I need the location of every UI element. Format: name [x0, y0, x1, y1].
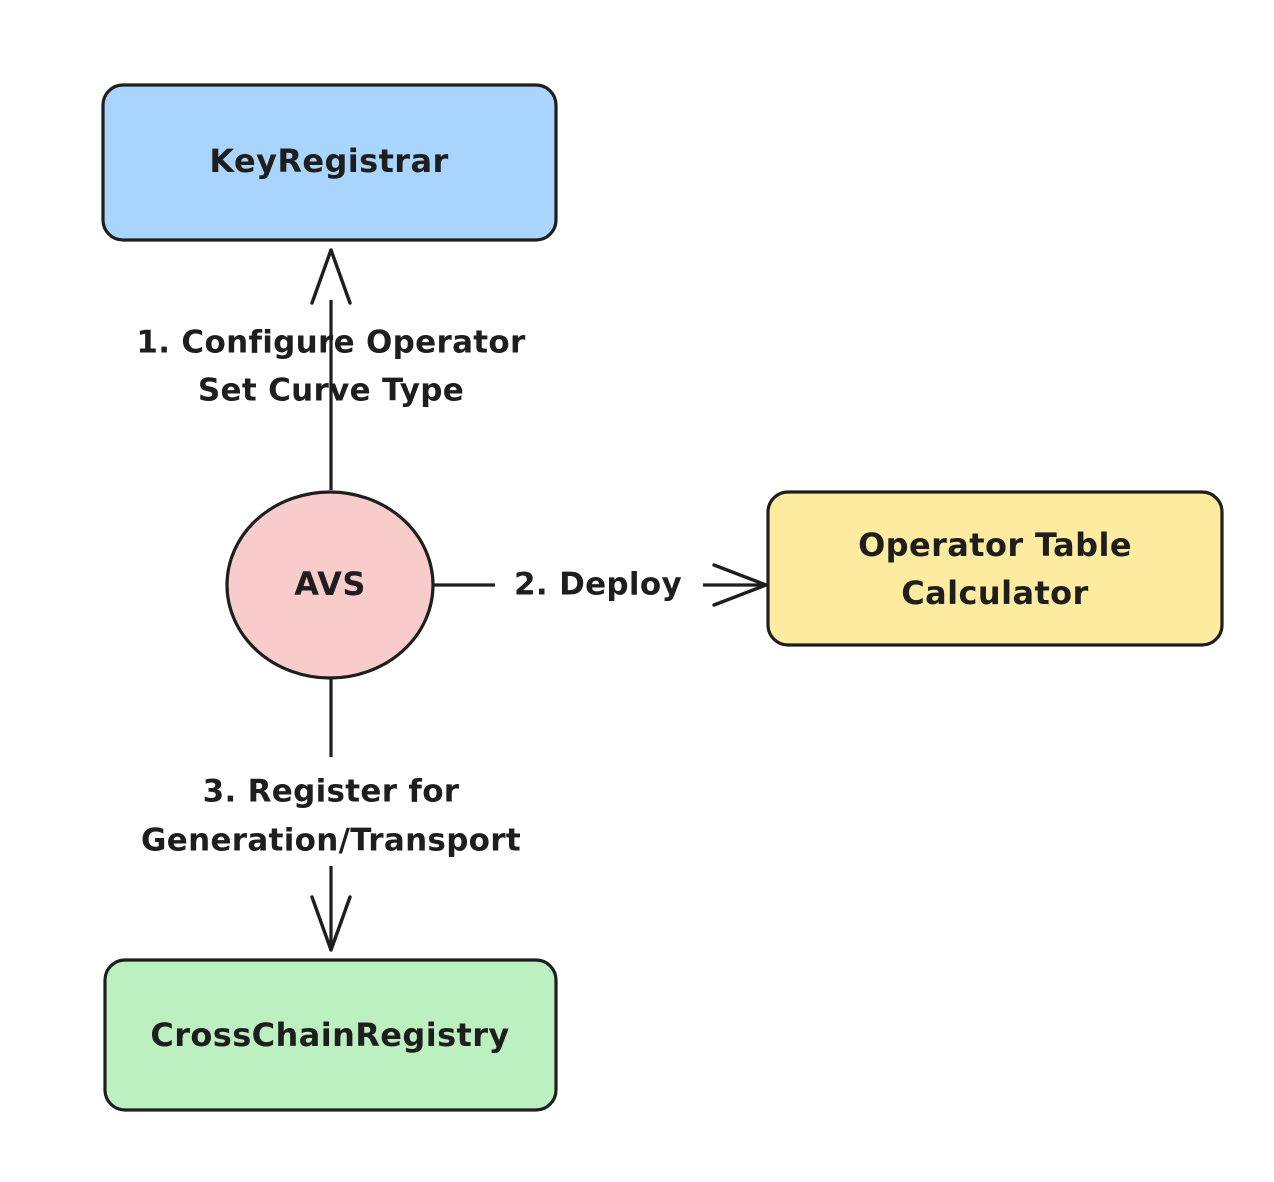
edge-label-line2: Generation/Transport [141, 823, 521, 859]
arrowhead-right-icon [712, 563, 768, 607]
edge-avs-to-crosschainregistry: 3. Register for Generation/Transport [141, 678, 521, 952]
arrowhead-down-icon [310, 895, 352, 952]
edge-label-line1: 3. Register for [203, 774, 460, 810]
node-operator-table-calculator-shape[interactable] [766, 490, 1224, 647]
node-keyregistrar-shape[interactable] [101, 83, 558, 242]
edge-label-line2: Set Curve Type [198, 373, 464, 409]
node-operator-table-calculator-label-line2: Calculator [901, 574, 1088, 612]
node-operator-table-calculator[interactable]: Operator Table Calculator [766, 490, 1224, 647]
node-crosschainregistry-label: CrossChainRegistry [150, 1016, 509, 1054]
edge-avs-to-operator-table-calculator: 2. Deploy [434, 563, 768, 607]
node-avs[interactable]: AVS [225, 490, 435, 680]
node-operator-table-calculator-label-line1: Operator Table [858, 526, 1132, 564]
node-avs-shape[interactable] [225, 490, 435, 680]
node-crosschainregistry[interactable]: CrossChainRegistry [103, 958, 558, 1112]
edge-avs-to-keyregistrar: 1. Configure Operator Set Curve Type [136, 248, 526, 490]
arrowhead-up-icon [310, 248, 352, 305]
edge-label-line1: 1. Configure Operator [136, 325, 526, 361]
node-keyregistrar[interactable]: KeyRegistrar [101, 83, 558, 242]
node-keyregistrar-label: KeyRegistrar [209, 142, 448, 180]
node-crosschainregistry-shape[interactable] [103, 958, 558, 1112]
edge-label-line1: 2. Deploy [514, 567, 682, 603]
node-avs-label: AVS [294, 565, 366, 603]
